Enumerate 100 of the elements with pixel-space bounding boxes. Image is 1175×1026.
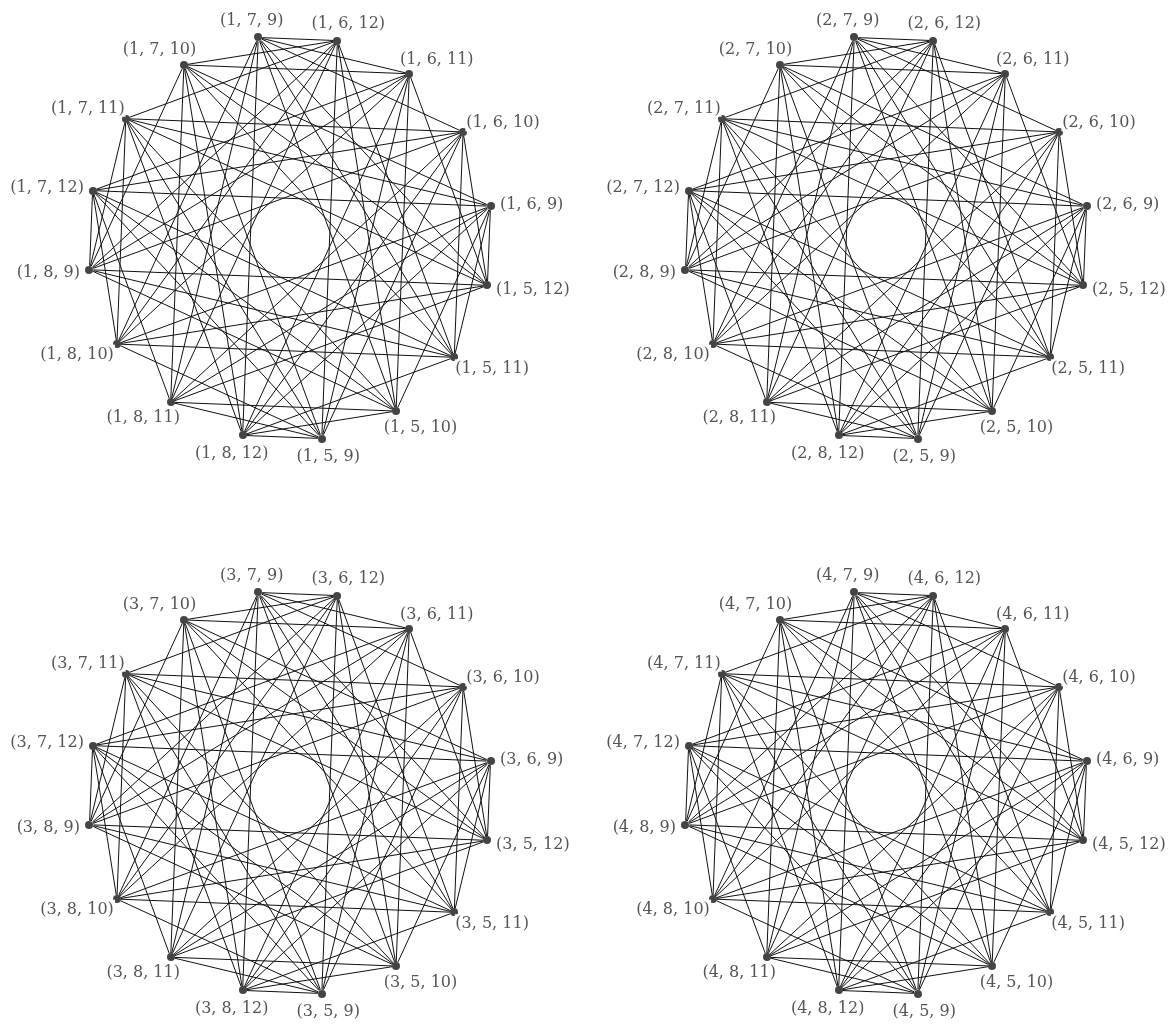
edge-line [395,77,410,408]
vertex-dot [333,591,342,600]
edge-line [186,621,485,839]
edge-line [95,192,394,410]
edge-line [410,632,487,838]
vertex-label: (3, 8, 12) [193,998,270,1017]
edge-line [691,746,1048,912]
edge-line [187,619,406,630]
edge-line [783,66,1084,206]
vertex-label: (1, 8, 9) [15,263,81,282]
edge-line [243,631,409,988]
edge-line [170,623,185,954]
edge-line [246,411,393,436]
edge-line [321,599,338,990]
edge-line [842,966,989,991]
edge-line [839,631,1005,988]
edge-line [92,270,393,410]
edge-line [92,687,460,824]
edge-line [766,623,781,954]
edge-line [127,121,321,436]
vertex-label: (1, 6, 10) [465,113,541,132]
vertex-label: (1, 7, 9) [219,10,285,29]
edge-line [245,913,451,990]
vertex-dot [684,186,693,195]
edge-line [95,629,407,745]
edge-line [170,68,185,399]
edge-line [685,677,722,822]
edge-line [453,690,464,909]
vertex-label: (4, 5, 12) [1091,835,1167,854]
edge-line [688,687,1056,824]
edge-line [246,435,319,439]
edge-line [688,270,989,410]
edge-line [95,747,394,965]
edge-line [129,118,460,133]
vertex-dot [483,836,492,845]
edge-line [780,623,917,991]
vertex-dot [85,265,94,274]
edge-line [89,194,93,267]
edge-line [463,135,488,282]
vertex-label: (1, 7, 10) [121,40,198,59]
edge-line [89,677,126,822]
edge-line [95,746,452,912]
edge-line [410,77,487,283]
vertex-label: (4, 7, 12) [605,732,681,751]
edge-line [917,44,934,435]
edge-line [918,690,1058,991]
edge-line [92,75,407,269]
vertex-label: (3, 8, 9) [15,818,81,837]
edge-line [395,632,410,963]
edge-line [783,40,930,65]
vertex-dot [850,33,859,42]
vertex-dot [762,398,771,407]
edge-line [716,840,1080,899]
edge-line [454,764,491,909]
edge-line [245,358,451,435]
edge-line [261,37,406,74]
edge-line [691,74,1003,190]
edge-line [780,68,917,436]
edge-line [116,677,127,896]
edge-line [725,119,1084,206]
edge-line [855,40,1049,355]
vertex-label: (2, 8, 11) [701,407,777,426]
edge-line [691,192,990,410]
edge-line [94,193,320,437]
vertex-label: (1, 7, 12) [9,177,85,196]
edge-line [187,40,334,65]
vertex-label: (3, 8, 10) [39,899,115,918]
edge-line [171,43,337,400]
edge-line [118,598,336,897]
edge-line [712,122,723,341]
vertex-label: (2, 8, 10) [635,344,711,363]
vertex-label: (3, 8, 11) [105,962,181,981]
edge-line [856,594,1082,838]
edge-line [783,619,1002,630]
vertex-label: (4, 7, 9) [815,565,881,584]
vertex-dot [834,986,843,995]
vertex-dot [486,757,495,766]
edge-line [397,764,490,963]
edge-line [1049,135,1060,354]
edge-line [841,358,1047,435]
edge-line [187,595,334,620]
edge-line [842,411,989,436]
edge-line [716,345,915,438]
edge-line [129,41,335,118]
vertex-label: (3, 6, 9) [499,749,565,768]
vertex-dot [88,186,97,195]
vertex-dot [988,407,997,416]
edge-line [260,594,486,838]
edge-line [186,622,452,910]
edge-line [259,595,453,910]
edge-line [723,121,917,436]
vertex-label: (2, 7, 11) [646,99,722,118]
edge-line [841,763,1085,989]
edge-line [918,77,1005,436]
vertex-label: (1, 8, 10) [39,344,115,363]
edge-line [120,762,488,899]
edge-line [337,599,396,963]
edge-line [322,135,462,436]
vertex-dot [85,820,94,829]
vertex-label: (4, 7, 11) [646,654,722,673]
